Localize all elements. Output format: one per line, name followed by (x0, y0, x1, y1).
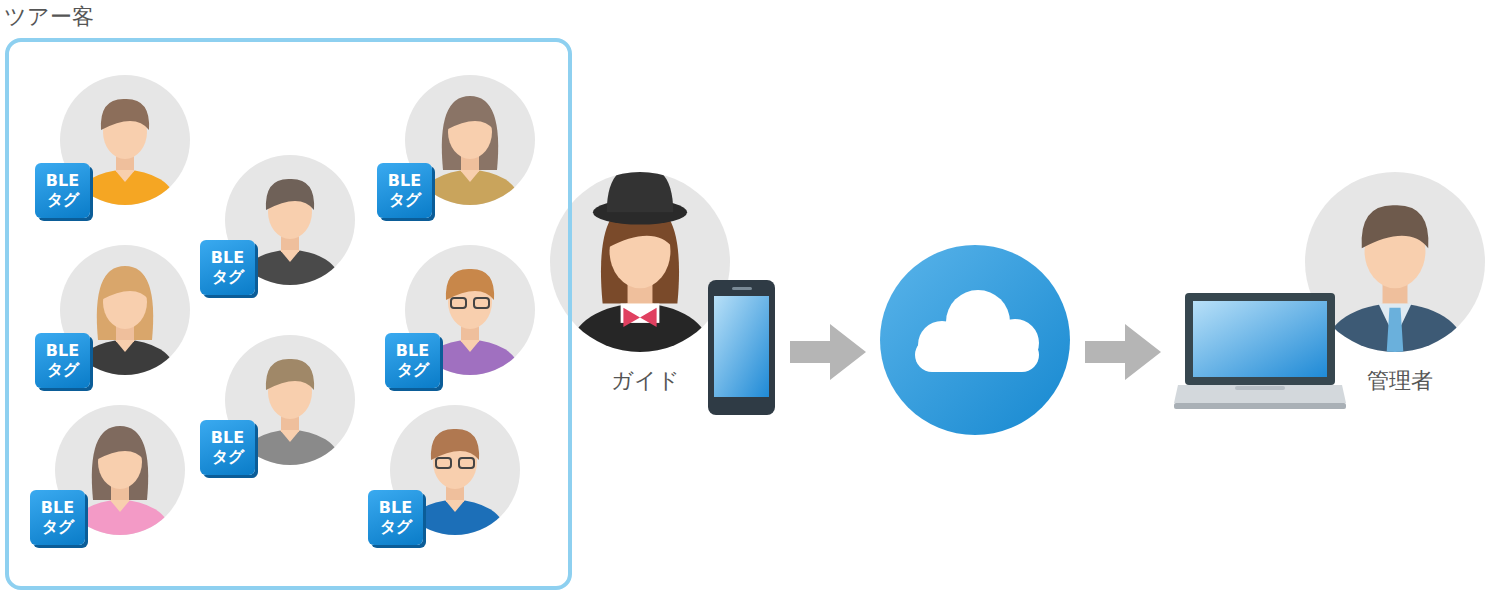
cloud-icon (880, 245, 1070, 435)
person-node: 管理者 (1305, 170, 1492, 400)
ble-tag: BLE タグ (368, 490, 423, 545)
person-node: ガイド (550, 170, 740, 400)
ble-tag: BLE タグ (200, 240, 255, 295)
tag-label: BLE タグ (389, 342, 437, 379)
ble-tag: BLE タグ (385, 333, 440, 388)
role-label: ガイド (550, 366, 740, 396)
tag-label: BLE タグ (204, 429, 252, 466)
tag-label: BLE タグ (34, 499, 82, 536)
ble-tag: BLE タグ (200, 420, 255, 475)
group-title: ツアー客 (4, 2, 94, 32)
group-box: ツアー客BLE タグBLE タグBLE タグBLE タグBLE タグBLE タグ… (5, 38, 572, 590)
ble-tag: BLE タグ (35, 163, 90, 218)
person-icon (550, 165, 730, 392)
tag-label: BLE タグ (204, 249, 252, 286)
people-icons (55, 75, 1485, 564)
smartphone (708, 280, 775, 415)
tag-label: BLE タグ (372, 499, 420, 536)
ble-tag: BLE タグ (35, 333, 90, 388)
tag-label: BLE タグ (381, 172, 429, 209)
tag-label: BLE タグ (39, 172, 87, 209)
ble-tag: BLE タグ (30, 490, 85, 545)
tag-label: BLE タグ (39, 342, 87, 379)
role-label: 管理者 (1305, 366, 1492, 396)
laptop (1174, 293, 1346, 409)
ble-tag: BLE タグ (377, 163, 432, 218)
